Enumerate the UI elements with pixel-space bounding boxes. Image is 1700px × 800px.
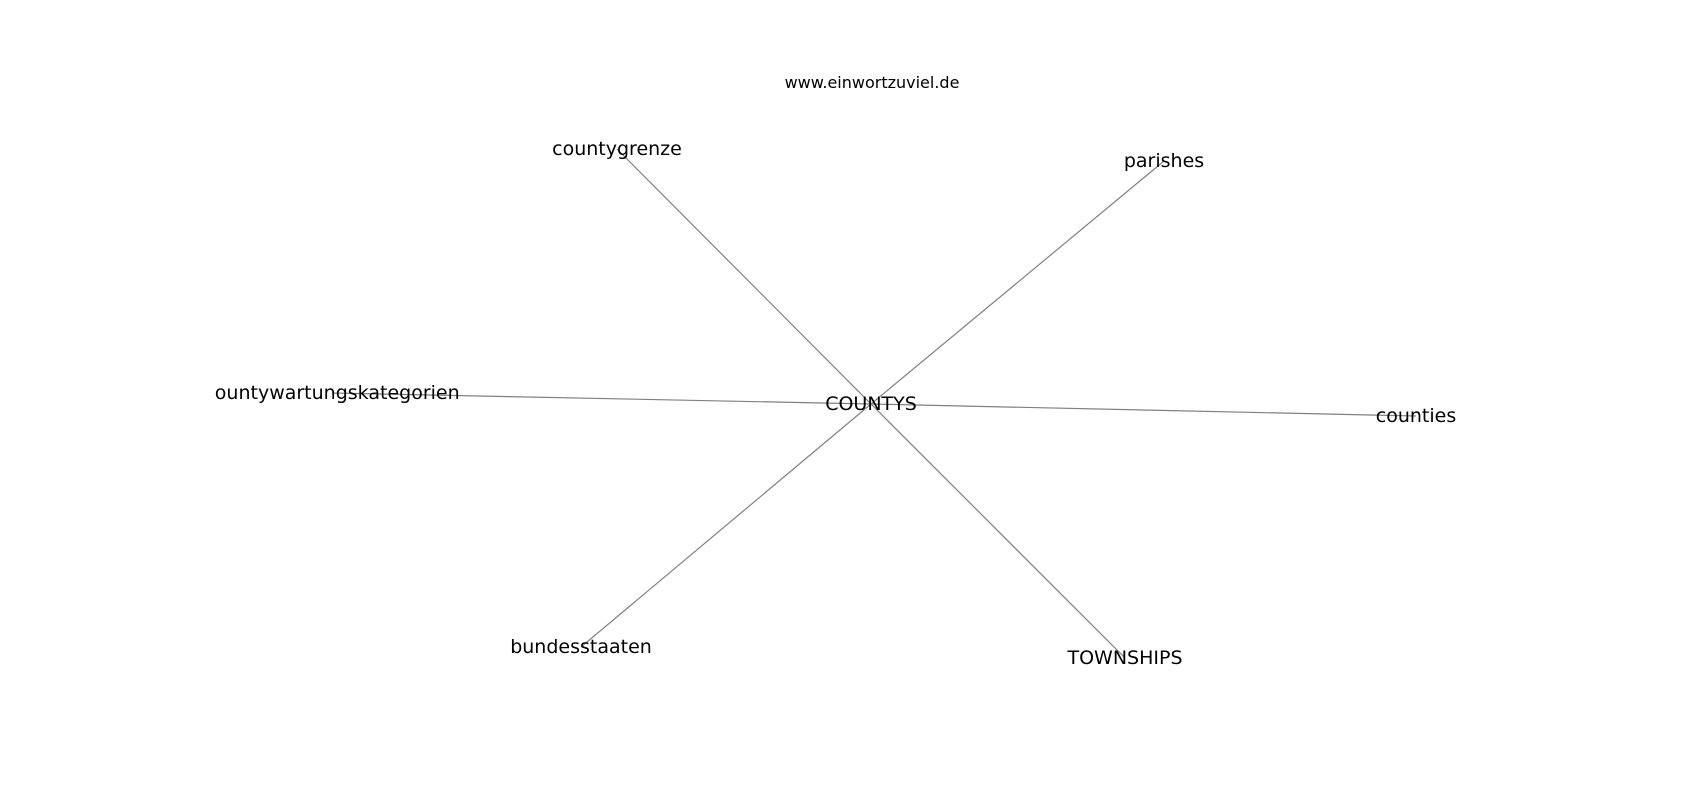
edge-countys-countygrenze xyxy=(616,148,872,405)
node-label-parishes: parishes xyxy=(1124,150,1204,172)
labels-layer: COUNTYS countygrenze parishes countywartung… xyxy=(204,138,1456,669)
site-watermark: www.einwortzuviel.de xyxy=(785,73,960,92)
node-label-counties: counties xyxy=(1376,405,1456,427)
edge-countys-townships xyxy=(870,403,1126,659)
edge-countys-counties xyxy=(870,403,1417,417)
edge-countys-countywartungskategorien xyxy=(331,392,872,405)
node-label-bundesstaaten: bundesstaaten xyxy=(510,636,652,658)
node-label-countygrenze: countygrenze xyxy=(552,138,682,160)
node-label-townships: TOWNSHIPS xyxy=(1066,647,1182,669)
edges-layer xyxy=(331,148,1417,659)
center-node-label: COUNTYS xyxy=(825,393,917,415)
edge-countys-parishes xyxy=(870,160,1165,405)
node-label-countywartungskategorien: countywartungskategorien xyxy=(204,382,459,404)
edge-countys-bundesstaaten xyxy=(580,403,872,648)
